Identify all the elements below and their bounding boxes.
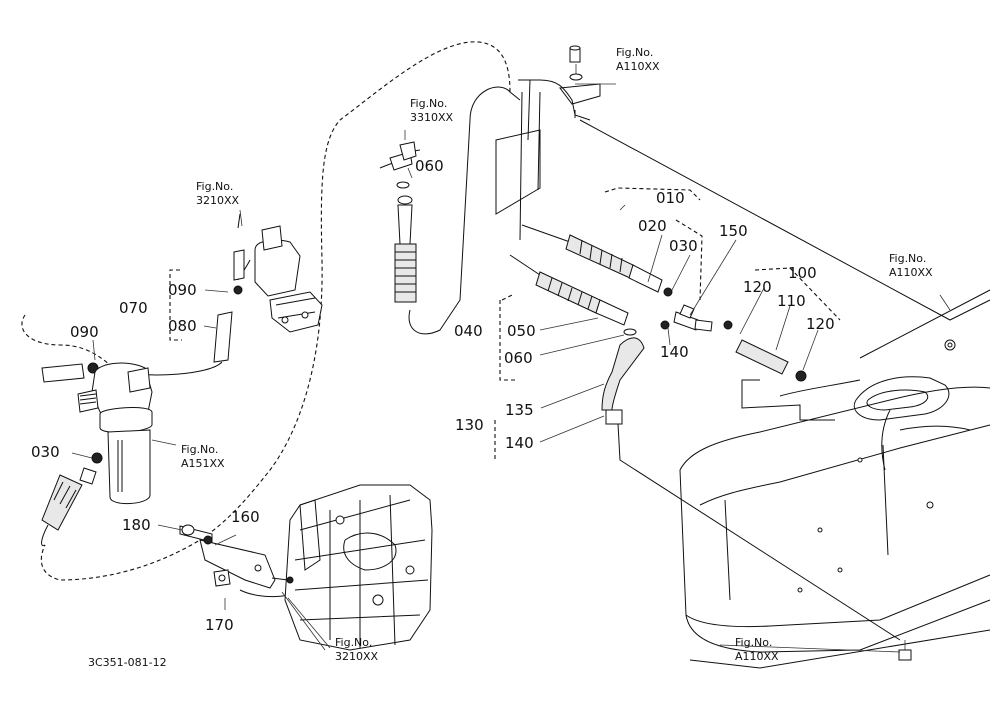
fig-ref-filter: Fig.No. A151XX (181, 443, 225, 471)
part-label-110: 110 (777, 292, 806, 310)
fuel-line-3310 (239, 86, 521, 598)
part-label-080: 080 (168, 317, 197, 335)
fig-ref-bottom-center: Fig.No. 3210XX (335, 636, 378, 664)
fig-ref-right: Fig.No. A110XX (889, 252, 933, 280)
fig-ref-label: Fig.No. (616, 46, 654, 59)
part-label-120-top: 120 (743, 278, 772, 296)
fig-ref-number: 3210XX (196, 194, 240, 207)
part-label-030-right: 030 (669, 237, 698, 255)
part-label-140-mid: 140 (660, 343, 689, 361)
part-label-160: 160 (231, 508, 260, 526)
fig-ref-number: A110XX (735, 650, 779, 663)
fig-ref-label: Fig.No. (335, 636, 373, 649)
fig-ref-number: A110XX (889, 266, 933, 279)
part-label-060-mid: 060 (504, 349, 533, 367)
part-label-090-left: 090 (70, 323, 99, 341)
hose-030-left (41, 452, 103, 547)
fig-ref-label: Fig.No. (181, 443, 219, 456)
part-label-010: 010 (656, 189, 685, 207)
hose-040-assembly (509, 254, 670, 336)
part-label-070: 070 (119, 299, 148, 317)
hose-010-assembly (521, 224, 673, 297)
part-label-135: 135 (505, 401, 534, 419)
bracket-160 (179, 524, 294, 589)
tank-bracket (495, 79, 991, 421)
bolt-top (569, 45, 583, 81)
fuel-tank (679, 289, 991, 669)
hose-110 (735, 339, 807, 382)
fig-ref-label: Fig.No. (196, 180, 234, 193)
drawing-code: 3C351-081-12 (88, 656, 167, 669)
part-label-090-top: 090 (168, 281, 197, 299)
part-label-100: 100 (788, 264, 817, 282)
fig-ref-top-center: Fig.No. A110XX (616, 46, 660, 74)
part-label-060-top: 060 (415, 157, 444, 175)
fig-ref-label: Fig.No. (410, 97, 448, 110)
fuel-filter (41, 362, 153, 504)
part-label-020: 020 (638, 217, 667, 235)
part-label-050: 050 (507, 322, 536, 340)
fig-ref-bottom-right: Fig.No. A110XX (735, 636, 779, 664)
part-label-180: 180 (122, 516, 151, 534)
fig-ref-upper-left: Fig.No. 3310XX (410, 97, 453, 125)
fig-ref-number: 3310XX (410, 111, 454, 124)
transmission-case (284, 484, 433, 651)
tee-joint-150 (673, 304, 733, 332)
fig-ref-label: Fig.No. (889, 252, 927, 265)
part-label-030-left: 030 (31, 443, 60, 461)
part-label-130: 130 (455, 416, 484, 434)
part-label-140-bottom: 140 (505, 434, 534, 452)
hose-135 (601, 337, 901, 641)
fig-ref-number: A151XX (181, 457, 225, 470)
fuel-pump (213, 213, 323, 363)
part-label-120-right: 120 (806, 315, 835, 333)
fig-ref-left: Fig.No. 3210XX (196, 180, 239, 208)
part-label-040: 040 (454, 322, 483, 340)
part-label-150: 150 (719, 222, 748, 240)
fig-ref-number: A110XX (616, 60, 660, 73)
part-label-170: 170 (205, 616, 234, 634)
fig-ref-number: 3210XX (335, 650, 379, 663)
fig-ref-label: Fig.No. (735, 636, 773, 649)
